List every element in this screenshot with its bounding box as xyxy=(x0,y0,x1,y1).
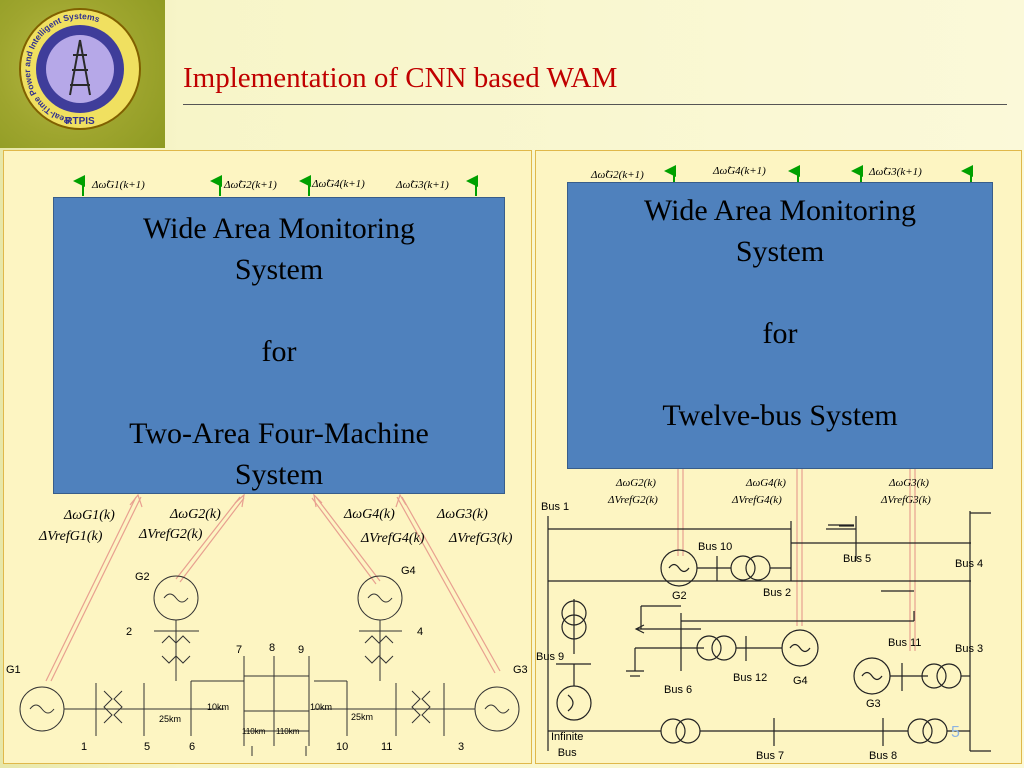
box-line-2: System xyxy=(735,235,825,268)
input-w-g2-right: ΔωG2(k) xyxy=(616,477,656,489)
bus-label-bus8: Bus 8 xyxy=(869,750,898,762)
gen-label-g2: G2 xyxy=(135,571,150,583)
input-v-g3: ΔVrefG3(k) xyxy=(449,531,513,546)
gen-label-g3-right: G3 xyxy=(866,698,881,710)
gen-label-g3: G3 xyxy=(513,664,528,676)
output-label-g4: Δω̂G4(k+1) xyxy=(312,178,365,190)
title-divider xyxy=(183,104,1007,105)
power-system-lines xyxy=(19,575,520,756)
logo-seal: Real-Time Power and Intelligent Systems … xyxy=(19,8,141,130)
bus-label-11: 11 xyxy=(381,741,393,753)
bus-label-10: 10 xyxy=(336,741,349,753)
bus-label-bus4: Bus 4 xyxy=(955,558,984,570)
line-label-25km-right: 25km xyxy=(351,712,374,722)
input-v-g2-right: ΔVrefG2(k) xyxy=(608,494,658,506)
wams-box-twelve-bus: Wide Area Monitoring System for Twelve-b… xyxy=(567,182,993,469)
twelve-bus-panel: Wide Area Monitoring System for Twelve-b… xyxy=(535,150,1022,764)
box-line-5 xyxy=(568,354,992,395)
input-v-g4-right: ΔVrefG4(k) xyxy=(732,494,782,506)
box-line-6: Twelve-bus System xyxy=(662,399,898,432)
output-arrows xyxy=(73,175,478,196)
bus-label-bus6: Bus 6 xyxy=(664,684,693,696)
infinite-bus-label: Infinite Bus xyxy=(551,731,584,759)
feedback-lines xyxy=(45,493,501,682)
input-v-g1: ΔVrefG1(k) xyxy=(39,529,103,544)
gen-label-g2-right: G2 xyxy=(672,590,687,602)
feedback-lines-right xyxy=(677,469,916,651)
bus-label-7: 7 xyxy=(236,644,243,656)
output-label-g4-right: Δω̂G4(k+1) xyxy=(713,165,766,177)
output-arrows-right xyxy=(664,165,973,183)
line-label-110km-a: 110km xyxy=(242,727,266,736)
line-label-10km-right: 10km xyxy=(310,702,333,712)
bus-label-bus7: Bus 7 xyxy=(756,750,785,762)
line-label-110km-b: 110km xyxy=(276,727,300,736)
two-area-panel: Wide Area Monitoring System for Two-Area… xyxy=(3,150,532,764)
output-label-g3: Δω̂G3(k+1) xyxy=(396,179,449,191)
box-line-2: System xyxy=(234,253,324,286)
twelve-bus-lines xyxy=(547,511,991,752)
logo-acronym: RTPIS xyxy=(65,116,95,127)
bus-label-bus11: Bus 11 xyxy=(888,637,922,649)
box-line-5 xyxy=(54,372,504,413)
box-line-3 xyxy=(568,272,992,313)
box-line-4: for xyxy=(261,335,297,368)
output-label-g1: Δω̂G1(k+1) xyxy=(92,179,145,191)
bus-label-1: 1 xyxy=(81,741,88,753)
input-v-g2: ΔVrefG2(k) xyxy=(139,527,203,542)
box-line-1: Wide Area Monitoring xyxy=(643,194,917,227)
gen-label-g4-right: G4 xyxy=(793,675,808,687)
box-line-4: for xyxy=(762,317,798,350)
bus-label-bus12: Bus 12 xyxy=(733,672,768,684)
bus-label-bus2: Bus 2 xyxy=(763,587,792,599)
line-label-25km-left: 25km xyxy=(159,714,182,724)
bus-label-2: 2 xyxy=(126,626,133,638)
input-v-g3-right: ΔVrefG3(k) xyxy=(881,494,931,506)
gen-label-g1: G1 xyxy=(6,664,21,676)
bus-label-9: 9 xyxy=(298,644,305,656)
bus-label-bus3: Bus 3 xyxy=(955,643,984,655)
box-line-6: Two-Area Four-Machine xyxy=(129,417,429,450)
input-w-g3: ΔωG3(k) xyxy=(437,507,488,522)
input-v-g4: ΔVrefG4(k) xyxy=(361,531,425,546)
two-area-diagram xyxy=(19,175,520,756)
wams-box-two-area: Wide Area Monitoring System for Two-Area… xyxy=(53,197,505,494)
bus-label-bus5: Bus 5 xyxy=(843,553,872,565)
bus-label-5: 5 xyxy=(144,741,151,753)
input-w-g4: ΔωG4(k) xyxy=(344,507,395,522)
bus-label-4: 4 xyxy=(417,626,424,638)
logo-background: Real-Time Power and Intelligent Systems … xyxy=(0,0,165,148)
box-line-1: Wide Area Monitoring xyxy=(142,212,416,245)
output-label-g2: Δω̂G2(k+1) xyxy=(224,179,277,191)
output-label-g2-right: Δω̂G2(k+1) xyxy=(591,169,644,181)
input-w-g3-right: ΔωG3(k) xyxy=(889,477,929,489)
slide-title: Implementation of CNN based WAM xyxy=(183,62,618,94)
twelve-bus-diagram xyxy=(547,165,991,752)
input-w-g4-right: ΔωG4(k) xyxy=(746,477,786,489)
bus-label-bus9: Bus 9 xyxy=(536,651,565,663)
input-w-g2: ΔωG2(k) xyxy=(170,507,221,522)
output-label-g3-right: Δω̂G3(k+1) xyxy=(869,166,922,178)
box-line-7: System xyxy=(234,458,324,491)
box-line-3 xyxy=(54,290,504,331)
line-label-10km-left: 10km xyxy=(207,702,230,712)
input-w-g1: ΔωG1(k) xyxy=(64,508,115,523)
page-number: 5 xyxy=(951,724,960,741)
bus-label-3: 3 xyxy=(458,741,465,753)
bus-label-bus10: Bus 10 xyxy=(698,541,733,553)
gen-label-g4: G4 xyxy=(401,565,416,577)
bus-label-bus1: Bus 1 xyxy=(541,501,570,513)
bus-label-8: 8 xyxy=(269,642,276,654)
bus-label-6: 6 xyxy=(189,741,196,753)
